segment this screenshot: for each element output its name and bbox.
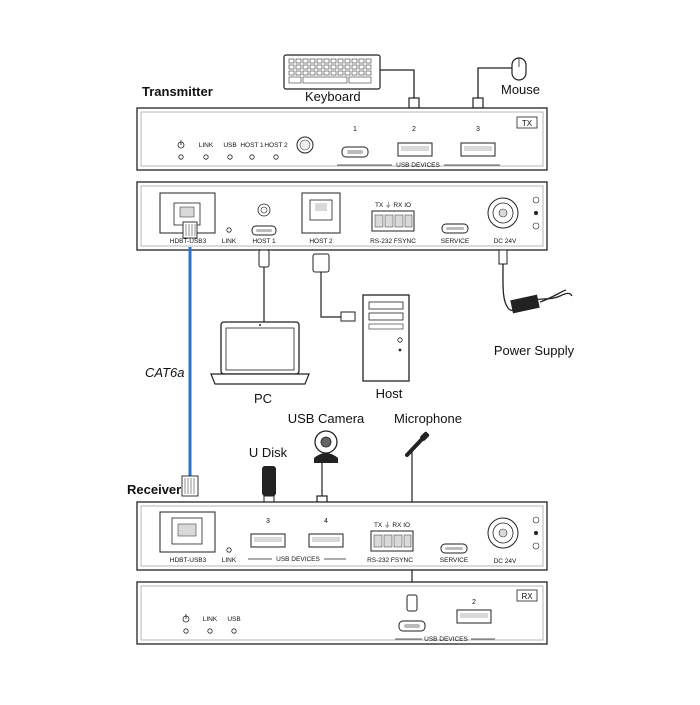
rx-hdbt-label: HDBT-USB3: [170, 557, 207, 564]
host-usb-a-plug-icon: [340, 311, 356, 322]
tx-service-label: SERVICE: [441, 238, 470, 245]
cat6a-label: CAT6a: [145, 365, 185, 380]
tx-badge-box: [516, 116, 538, 129]
host-usb-b-plug-icon: [312, 253, 330, 273]
rx-badge-box: [516, 589, 538, 602]
tx-led-host2-label: HOST 2: [264, 142, 288, 149]
tx-usb-c-port: [341, 146, 369, 158]
power-adapter-icon: [502, 263, 573, 314]
rx-serial-terminal: [370, 530, 414, 552]
receiver-label: Receiver: [127, 482, 181, 497]
tx-screw-icon: [257, 203, 271, 217]
keyboard-icon: [283, 54, 381, 90]
rx-port4-number: 4: [324, 518, 328, 525]
rx-service-port: [440, 543, 468, 554]
mouse-icon: [511, 57, 527, 81]
tx-host1-label: HOST 1: [252, 238, 276, 245]
tx-usb-devices-label: USB DEVICES: [396, 162, 440, 169]
rx-led-link-label: LINK: [203, 616, 218, 623]
mouse-cable: [477, 67, 512, 98]
tx-power-icon: [177, 140, 185, 149]
tx-led-usb-label: USB: [223, 142, 236, 149]
tx-usb-a-port-2: [397, 142, 433, 157]
rx-badge: RX: [521, 592, 533, 601]
rx-polarity-icon: [532, 516, 540, 550]
rx-link-label: LINK: [222, 557, 237, 564]
rx-usb-devices-label: USB DEVICES: [276, 556, 320, 563]
pc-label: PC: [254, 391, 272, 406]
tx-service-port: [441, 223, 469, 234]
pc-usb-c-plug-icon: [258, 249, 270, 268]
rx-front-usb-devices-label: USB DEVICES: [424, 636, 468, 643]
microphone-label: Microphone: [394, 411, 462, 426]
laptop-icon: [210, 321, 310, 385]
host-label: Host: [376, 386, 403, 401]
tx-dc-label: DC 24V: [494, 238, 517, 245]
rx-dc-label: DC 24V: [494, 558, 517, 565]
tx-port2-number: 2: [412, 126, 416, 133]
host-cable: [320, 272, 350, 318]
rx-port3-number: 3: [266, 518, 270, 525]
tx-usb-a-port-3: [460, 142, 496, 157]
keyboard-cable: [380, 69, 415, 98]
transmitter-label: Transmitter: [142, 84, 213, 99]
rx-power-icon: [182, 614, 190, 623]
rx-usb-a-port-4: [308, 533, 344, 548]
rx-dc-jack: [487, 517, 519, 549]
rx-serial-top-label: TX ⏚ RX IO: [374, 521, 410, 529]
rx-port2-number: 2: [472, 599, 476, 606]
rx-rj45-plug-icon: [181, 475, 199, 497]
power-supply-label: Power Supply: [494, 343, 575, 358]
u-disk-icon: [262, 466, 276, 505]
tx-host2-label: HOST 2: [309, 238, 333, 245]
desktop-tower-icon: [362, 294, 410, 382]
rx-link-led: [226, 547, 232, 553]
tx-polarity-icon: [532, 196, 540, 230]
rx-usb-a-port-3: [250, 533, 286, 548]
tx-link-label: LINK: [222, 238, 237, 245]
tx-led-link-label: LINK: [199, 142, 214, 149]
microphone-icon: [405, 431, 430, 457]
tx-led-host1-label: HOST 1: [240, 142, 264, 149]
tx-front-panel: [136, 107, 548, 171]
rx-usb-a-port-2: [456, 609, 492, 624]
tx-host2-port: [301, 192, 341, 234]
tx-led-dots: [178, 154, 279, 160]
rx-led-dots: [183, 628, 237, 634]
mouse-label: Mouse: [501, 82, 540, 97]
tx-rj45-plug-icon: [182, 221, 198, 239]
tx-host1-port: [251, 225, 277, 236]
mic-usb-c-plug-icon: [406, 594, 418, 612]
u-disk-label: U Disk: [249, 445, 288, 460]
rx-led-usb-label: USB: [227, 616, 240, 623]
keyboard-label: Keyboard: [305, 89, 361, 104]
tx-dc-jack: [487, 197, 519, 229]
tx-button-icon: [296, 136, 314, 154]
rx-usb-c-port: [398, 620, 426, 632]
tx-hdbt-label: HDBT-USB3: [170, 238, 207, 245]
power-plug-icon: [498, 249, 508, 265]
rx-hdbt-port: [159, 511, 216, 553]
tx-badge: TX: [522, 119, 533, 128]
rx-service-label: SERVICE: [440, 557, 469, 564]
tx-serial-bottom-label: RS-232 FSYNC: [370, 238, 416, 245]
tx-port3-number: 3: [476, 126, 480, 133]
usb-camera-label: USB Camera: [288, 411, 365, 426]
tx-serial-terminal: [371, 210, 415, 232]
tx-link-led: [226, 227, 232, 233]
tx-port1-number: 1: [353, 126, 357, 133]
usb-camera-icon: [314, 430, 338, 463]
tx-serial-top-label: TX ⏚ RX IO: [375, 201, 411, 209]
rx-serial-bottom-label: RS-232 FSYNC: [367, 557, 413, 564]
